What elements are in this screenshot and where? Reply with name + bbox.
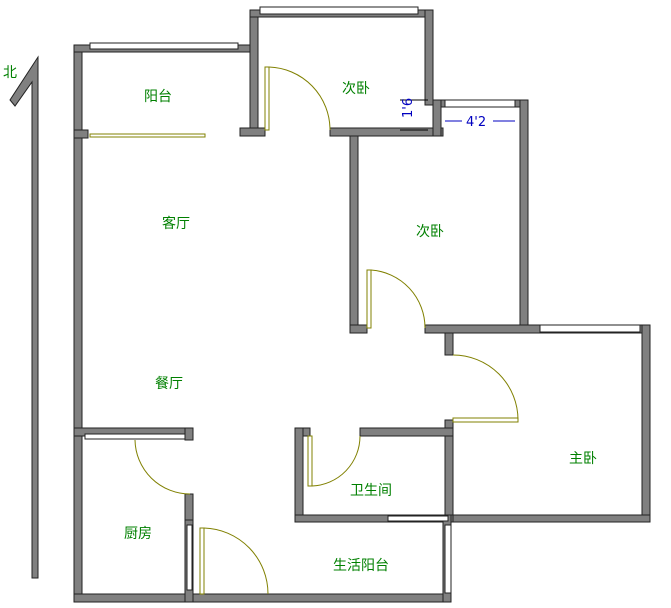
doors <box>89 66 519 595</box>
room-label-kitchen: 厨房 <box>124 526 152 542</box>
windows <box>84 6 641 594</box>
room-label-bedroom-top: 次卧 <box>342 81 370 97</box>
north-arrow-icon <box>9 55 39 579</box>
room-label-master-bedroom: 主卧 <box>569 451 597 467</box>
walls <box>73 9 651 603</box>
room-label-bedroom-middle: 次卧 <box>416 224 444 240</box>
room-label-balcony: 阳台 <box>144 89 172 105</box>
room-label-living-room: 客厅 <box>162 215 190 232</box>
dimension-marks <box>400 99 515 131</box>
compass-label: 北 <box>3 65 17 81</box>
dimension-window-width: 4'2 <box>466 115 486 130</box>
room-label-bathroom: 卫生间 <box>350 483 392 499</box>
dimension-wall-height: 1'6 <box>401 98 416 118</box>
room-label-dining-room: 餐厅 <box>155 376 183 392</box>
room-label-utility-balcony: 生活阳台 <box>333 558 389 574</box>
